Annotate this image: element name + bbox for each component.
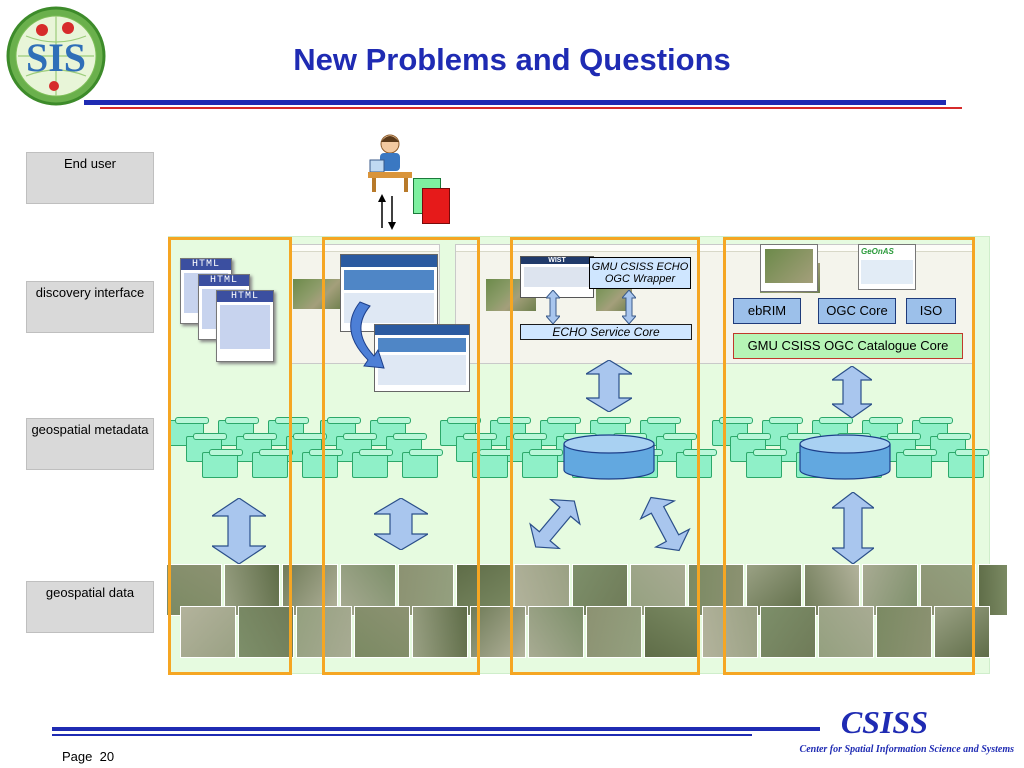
catalogue-database-icon [798, 434, 892, 480]
satellite-image-tile [238, 606, 294, 658]
title-rule [84, 100, 946, 105]
column-html [168, 237, 292, 675]
html-label: HTML [181, 259, 231, 270]
geonas-label: GeOnAS [861, 247, 894, 256]
portal-data-arrow [371, 497, 431, 551]
service-to-metadata-arrow [583, 359, 635, 413]
catalogue-screenshot [760, 244, 818, 292]
catalogue-core-box: GMU CSISS OGC Catalogue Core [733, 333, 963, 359]
page-label: Page [62, 749, 93, 764]
echo-service-core: ECHO Service Core [520, 324, 692, 340]
satellite-image-tile [818, 606, 874, 658]
satellite-image-tile [760, 606, 816, 658]
footer-subtitle: Center for Spatial Information Science a… [799, 744, 1014, 755]
echo-data-arrow-left [526, 494, 584, 554]
satellite-image-tile [528, 606, 584, 658]
html-label: HTML [217, 291, 273, 302]
echo-arrow-right [620, 289, 638, 325]
metadata-scroll-icon [746, 449, 787, 478]
satellite-image-tile [354, 606, 410, 658]
logo-text: SIS [25, 35, 87, 80]
row-label-geospatial-metadata: geospatial metadata [26, 418, 154, 470]
sis-logo: SIS [4, 4, 108, 108]
satellite-image-tile [180, 606, 236, 658]
metadata-scroll-icon [402, 449, 443, 478]
request-response-arrows [376, 194, 398, 230]
echo-data-arrow-right [636, 494, 694, 554]
wist-screenshot: WIST [520, 256, 594, 298]
wist-label: WIST [521, 257, 593, 264]
document-icon-red [422, 188, 450, 224]
footer-rule-thin [52, 734, 752, 736]
html-label: HTML [199, 275, 249, 286]
column-catalogue [723, 237, 975, 675]
metadata-scroll-icon [676, 449, 717, 478]
metadata-scroll-icon [252, 449, 293, 478]
row-label-discovery-interface: discovery interface [26, 281, 154, 333]
title-rule-red [100, 107, 962, 109]
satellite-image-tile [586, 606, 642, 658]
metadata-scroll-icon [302, 449, 343, 478]
metadata-scroll-icon [522, 449, 563, 478]
portal-screenshot [340, 254, 438, 332]
column-portal [322, 237, 480, 675]
geonas-screenshot: GeOnAS [858, 244, 916, 290]
portal-screenshot [374, 324, 470, 392]
catalogue-to-metadata-arrow [830, 365, 874, 419]
echo-ogc-wrapper: GMU CSISS ECHO OGC Wrapper [589, 257, 691, 289]
metadata-scroll-icon [352, 449, 393, 478]
echo-arrow-left [544, 289, 562, 325]
metadata-scroll-icon [202, 449, 243, 478]
satellite-image-tile [934, 606, 990, 658]
footer-rule [52, 727, 820, 731]
satellite-image-tile [876, 606, 932, 658]
satellite-image-tile [702, 606, 758, 658]
html-document-stack: HTML HTML HTML [180, 258, 290, 362]
page-value: 20 [99, 749, 115, 764]
row-label-end-user: End user [26, 152, 154, 204]
page-title: New Problems and Questions [293, 42, 731, 77]
iso-box: ISO [906, 298, 956, 324]
satellite-image-tile [644, 606, 700, 658]
curved-arrow [338, 300, 388, 374]
end-user-icon [366, 130, 414, 194]
ebrim-box: ebRIM [733, 298, 801, 324]
page-number: Page 20 [62, 749, 114, 764]
column-echo [510, 237, 700, 675]
echo-database-icon [562, 434, 656, 480]
metadata-scroll-icon [896, 449, 937, 478]
footer-brand: CSISS [840, 704, 928, 740]
row-label-geospatial-data: geospatial data [26, 581, 154, 633]
ogc-core-box: OGC Core [818, 298, 896, 324]
satellite-image-tile [412, 606, 468, 658]
